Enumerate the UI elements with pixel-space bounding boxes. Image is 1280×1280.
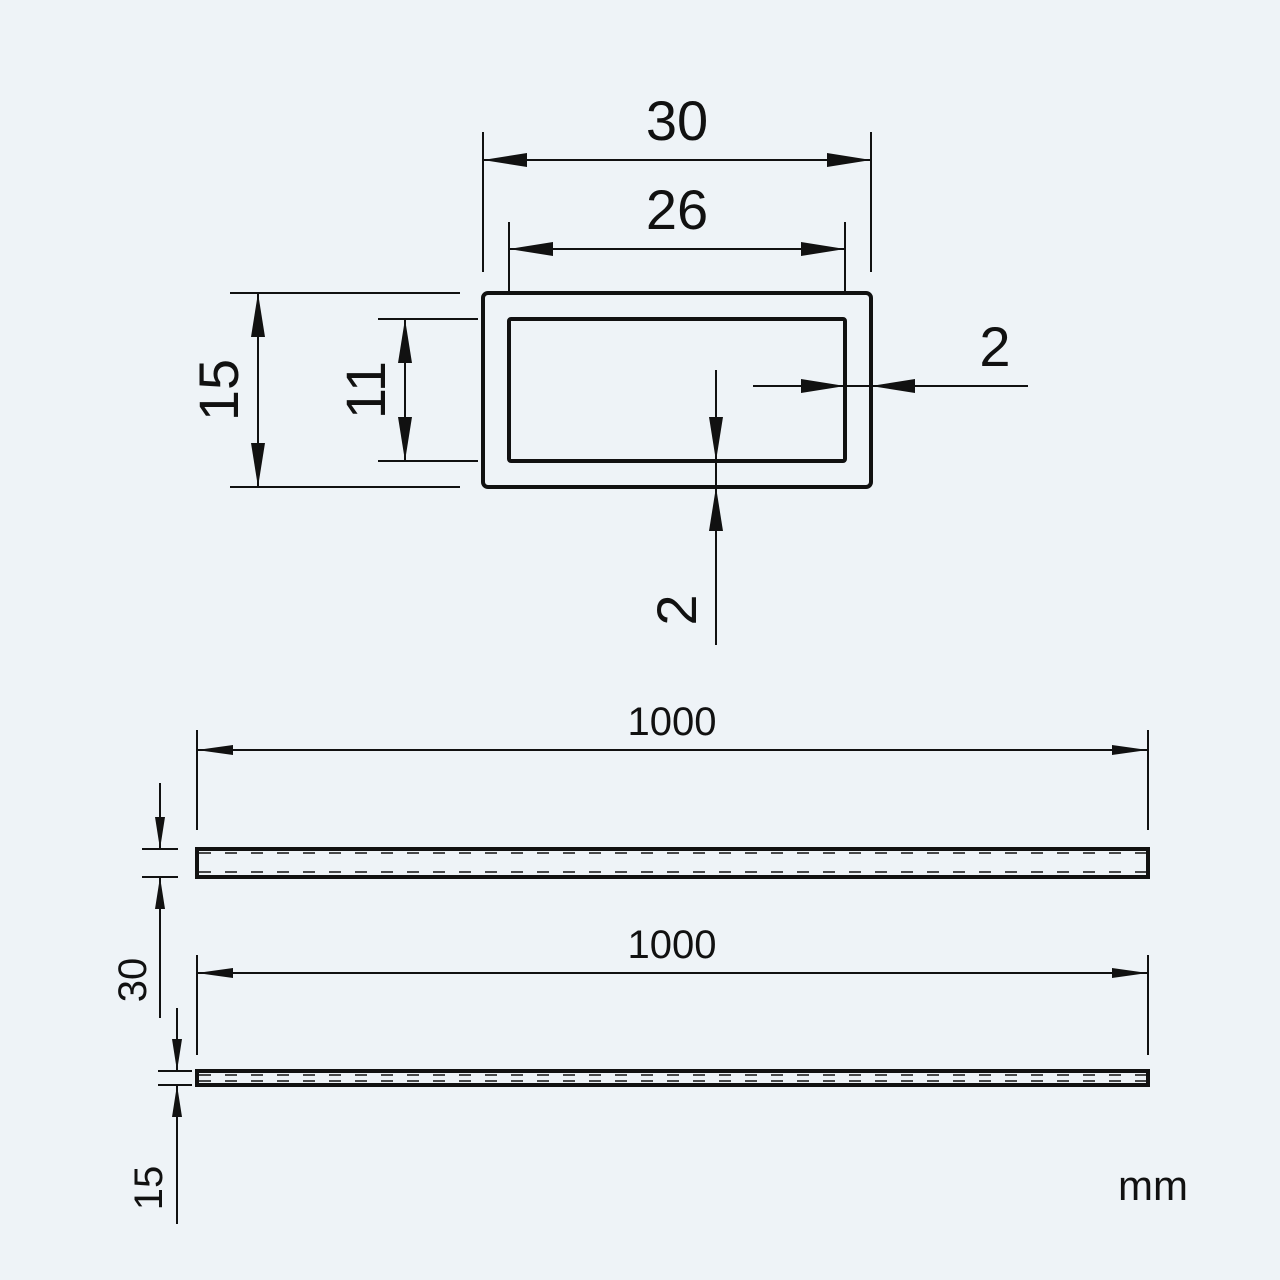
top-profile-view: 1000 30 bbox=[111, 700, 1150, 1018]
arrowhead bbox=[483, 153, 527, 167]
arrowhead bbox=[871, 379, 915, 393]
outer-width-label: 30 bbox=[646, 89, 708, 152]
arrowhead bbox=[398, 319, 412, 363]
unit-label: mm bbox=[1118, 1162, 1188, 1209]
arrowhead bbox=[1112, 968, 1148, 978]
dimension-top-length: 1000 bbox=[196, 700, 1149, 830]
arrowhead bbox=[155, 877, 165, 909]
top-bar-outline bbox=[195, 847, 1150, 879]
cross-section-view: 30 26 15 11 bbox=[187, 89, 1028, 645]
arrowhead bbox=[801, 242, 845, 256]
arrowhead bbox=[398, 417, 412, 461]
arrowhead bbox=[509, 242, 553, 256]
dimension-outer-height: 15 bbox=[187, 292, 460, 488]
arrowhead bbox=[155, 817, 165, 849]
dimension-bottom-length: 1000 bbox=[196, 923, 1149, 1055]
dimension-outer-width: 30 bbox=[482, 89, 872, 272]
bottom-bar-outline bbox=[195, 1069, 1150, 1087]
dimension-bottom-wall: 2 bbox=[645, 370, 723, 645]
outer-height-label: 15 bbox=[187, 359, 250, 421]
bottom-height-label: 15 bbox=[127, 1166, 171, 1211]
arrowhead bbox=[172, 1039, 182, 1071]
arrowhead bbox=[709, 417, 723, 461]
arrowhead bbox=[827, 153, 871, 167]
bottom-length-label: 1000 bbox=[628, 923, 717, 967]
arrowhead bbox=[251, 443, 265, 487]
dimension-inner-height: 11 bbox=[334, 318, 478, 462]
dimension-side-wall: 2 bbox=[753, 315, 1028, 393]
inner-profile-outline bbox=[507, 317, 847, 463]
arrowhead bbox=[197, 968, 233, 978]
arrowhead bbox=[197, 745, 233, 755]
arrowhead bbox=[172, 1085, 182, 1117]
outer-profile-outline bbox=[481, 291, 873, 489]
bottom-profile-view: 1000 15 bbox=[127, 923, 1150, 1224]
top-length-label: 1000 bbox=[628, 700, 717, 744]
arrowhead bbox=[709, 487, 723, 531]
dimension-inner-width: 26 bbox=[508, 178, 846, 292]
side-wall-label: 2 bbox=[979, 315, 1010, 378]
arrowhead bbox=[801, 379, 845, 393]
dimension-top-height: 30 bbox=[111, 783, 178, 1018]
inner-width-label: 26 bbox=[646, 178, 708, 241]
arrowhead bbox=[1112, 745, 1148, 755]
arrowhead bbox=[251, 293, 265, 337]
dimension-bottom-height: 15 bbox=[127, 1008, 192, 1224]
inner-height-label: 11 bbox=[334, 361, 397, 419]
top-height-label: 30 bbox=[111, 958, 155, 1003]
bottom-wall-label: 2 bbox=[645, 594, 708, 625]
